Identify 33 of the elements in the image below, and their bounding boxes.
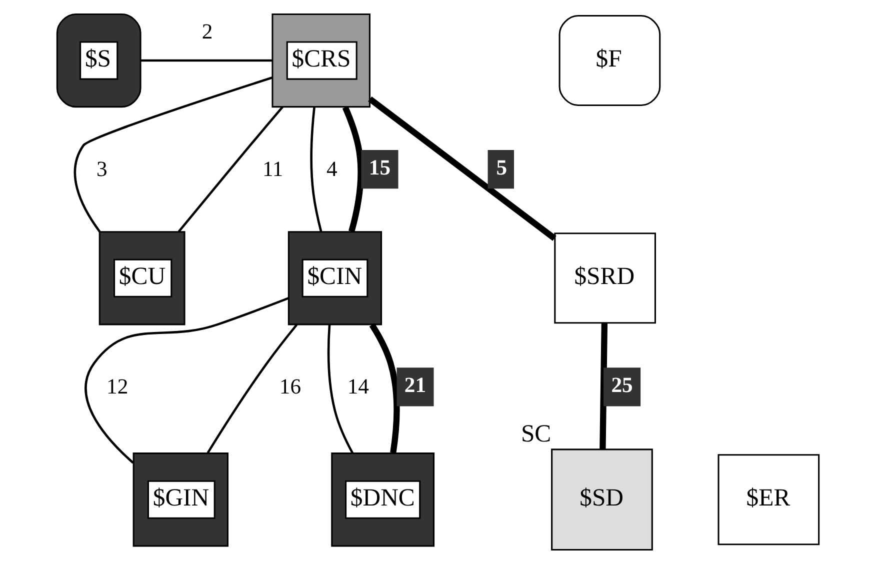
node-box: $SD (550, 448, 652, 551)
connector (140, 59, 272, 62)
node-box: $F (558, 15, 660, 106)
edge-label: 15 (368, 155, 390, 180)
edge-label: 4 (326, 156, 337, 181)
connector (84, 297, 288, 464)
node-box: $CRS (271, 13, 370, 108)
edge-label: 3 (96, 156, 107, 181)
node-box: $SRD (554, 232, 656, 324)
node-box: $GIN (132, 452, 228, 547)
connector (342, 106, 364, 232)
connector (368, 323, 400, 454)
edge-label: 12 (106, 374, 128, 398)
edge-label: 16 (278, 374, 301, 398)
edge-label: 14 (346, 374, 368, 398)
connector (368, 96, 556, 241)
connector (310, 107, 322, 232)
node-label: SC (520, 420, 551, 448)
edge-label: 2 (201, 19, 212, 44)
connector (177, 106, 284, 232)
connector (326, 324, 354, 454)
connector (73, 76, 272, 232)
edge-label: 21 (404, 372, 426, 397)
connector (599, 323, 608, 450)
node-box: $CIN (287, 231, 382, 326)
connector (206, 324, 298, 454)
edge-label: 25 (610, 372, 632, 397)
node-box: $S (56, 13, 141, 108)
edge-label: 11 (262, 156, 283, 181)
node-box: $CU (98, 231, 185, 326)
node-box: $ER (717, 454, 820, 546)
node-box: $DNC (330, 452, 434, 547)
edge-label: 5 (496, 155, 507, 180)
